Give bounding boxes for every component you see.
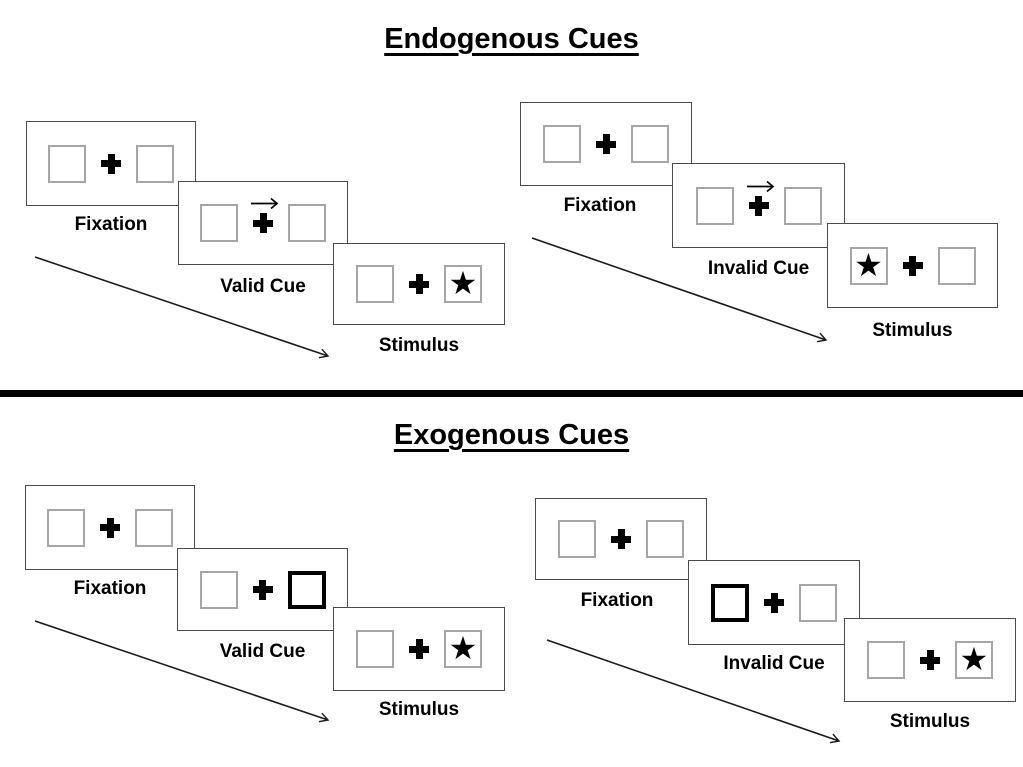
stimulus-panel: ★	[333, 243, 505, 325]
panel-label: Fixation	[580, 590, 654, 611]
fixation-panel	[520, 102, 692, 186]
plus-icon	[252, 579, 273, 600]
fixation-panel	[25, 485, 195, 570]
fixation-cross	[251, 197, 279, 233]
placeholder-box	[783, 186, 822, 225]
panel-label: Stimulus	[378, 699, 460, 720]
stimulus-box: ★	[849, 245, 888, 285]
placeholder-box	[558, 520, 596, 558]
placeholder-box	[47, 508, 85, 547]
valid-cue-panel	[178, 181, 348, 265]
placeholder-box	[48, 144, 86, 183]
panel-label: Stimulus	[378, 335, 460, 356]
fixation-cross	[409, 274, 429, 294]
placeholder-box	[937, 246, 976, 285]
timeline-arrow-endogenous-valid	[34, 256, 330, 359]
plus-icon	[902, 255, 923, 276]
placeholder-box	[199, 570, 238, 609]
fixation-cross	[596, 134, 616, 154]
placeholder-box	[646, 520, 684, 558]
stimulus-panel: ★	[844, 618, 1016, 702]
panel-label: Fixation	[563, 195, 637, 216]
section-divider	[0, 390, 1023, 397]
placeholder-box	[288, 204, 326, 242]
invalid-cue-panel	[672, 163, 845, 248]
cue-box	[711, 583, 749, 622]
fixation-cross	[611, 529, 631, 549]
fixation-cross	[902, 255, 923, 276]
star-icon: ★	[959, 640, 989, 678]
stimulus-box: ★	[444, 265, 482, 303]
placeholder-box	[799, 583, 837, 622]
panel-label: Invalid Cue	[723, 653, 825, 674]
section-title-exogenous: Exogenous Cues	[0, 418, 1023, 453]
timeline-arrow-exogenous-invalid	[546, 639, 841, 744]
panel-label: Stimulus	[889, 711, 971, 732]
fixation-cross	[409, 639, 429, 659]
fixation-cross	[746, 180, 774, 216]
plus-icon	[100, 517, 120, 538]
section-title-text: Endogenous Cues	[384, 23, 639, 55]
panel-label: Invalid Cue	[707, 258, 810, 279]
fixation-panel	[535, 498, 707, 580]
panel-label: Fixation	[74, 214, 148, 235]
panel-label: Valid Cue	[220, 276, 306, 297]
plus-icon	[596, 134, 616, 154]
panel-label: Fixation	[73, 578, 147, 599]
star-icon: ★	[448, 264, 478, 302]
cue-arrow-icon	[251, 197, 279, 209]
fixation-cross	[101, 153, 121, 174]
placeholder-box	[356, 630, 394, 668]
star-icon: ★	[854, 245, 883, 284]
stimulus-panel: ★	[827, 223, 998, 308]
placeholder-box	[543, 125, 581, 163]
stimulus-panel: ★	[333, 607, 505, 691]
valid-cue-panel	[177, 548, 348, 631]
panel-label: Stimulus	[872, 320, 953, 341]
placeholder-box	[695, 186, 734, 225]
cue-box	[287, 570, 326, 609]
invalid-cue-panel	[688, 560, 860, 645]
placeholder-box	[200, 204, 238, 242]
plus-icon	[748, 195, 769, 216]
star-icon: ★	[448, 629, 478, 667]
panel-label: Valid Cue	[219, 641, 306, 662]
stimulus-box: ★	[955, 641, 993, 679]
plus-icon	[611, 529, 631, 549]
section-title-text: Exogenous Cues	[393, 419, 630, 451]
plus-icon	[101, 153, 121, 174]
section-title-endogenous: Endogenous Cues	[0, 22, 1023, 57]
fixation-cross	[920, 650, 940, 670]
plus-icon	[764, 592, 784, 613]
placeholder-box	[631, 125, 669, 163]
plus-icon	[253, 213, 273, 233]
fixation-cross	[764, 592, 784, 613]
stimulus-box: ★	[444, 630, 482, 668]
placeholder-box	[135, 508, 173, 547]
fixation-panel	[26, 121, 196, 206]
plus-icon	[920, 650, 940, 670]
cue-arrow-icon	[746, 180, 774, 192]
placeholder-box	[136, 144, 174, 183]
placeholder-box	[867, 641, 905, 679]
timeline-arrow-exogenous-valid	[34, 620, 330, 723]
plus-icon	[409, 274, 429, 294]
timeline-arrow-endogenous-invalid	[531, 237, 828, 343]
plus-icon	[409, 639, 429, 659]
fixation-cross	[100, 517, 120, 538]
placeholder-box	[356, 265, 394, 303]
fixation-cross	[252, 579, 273, 600]
